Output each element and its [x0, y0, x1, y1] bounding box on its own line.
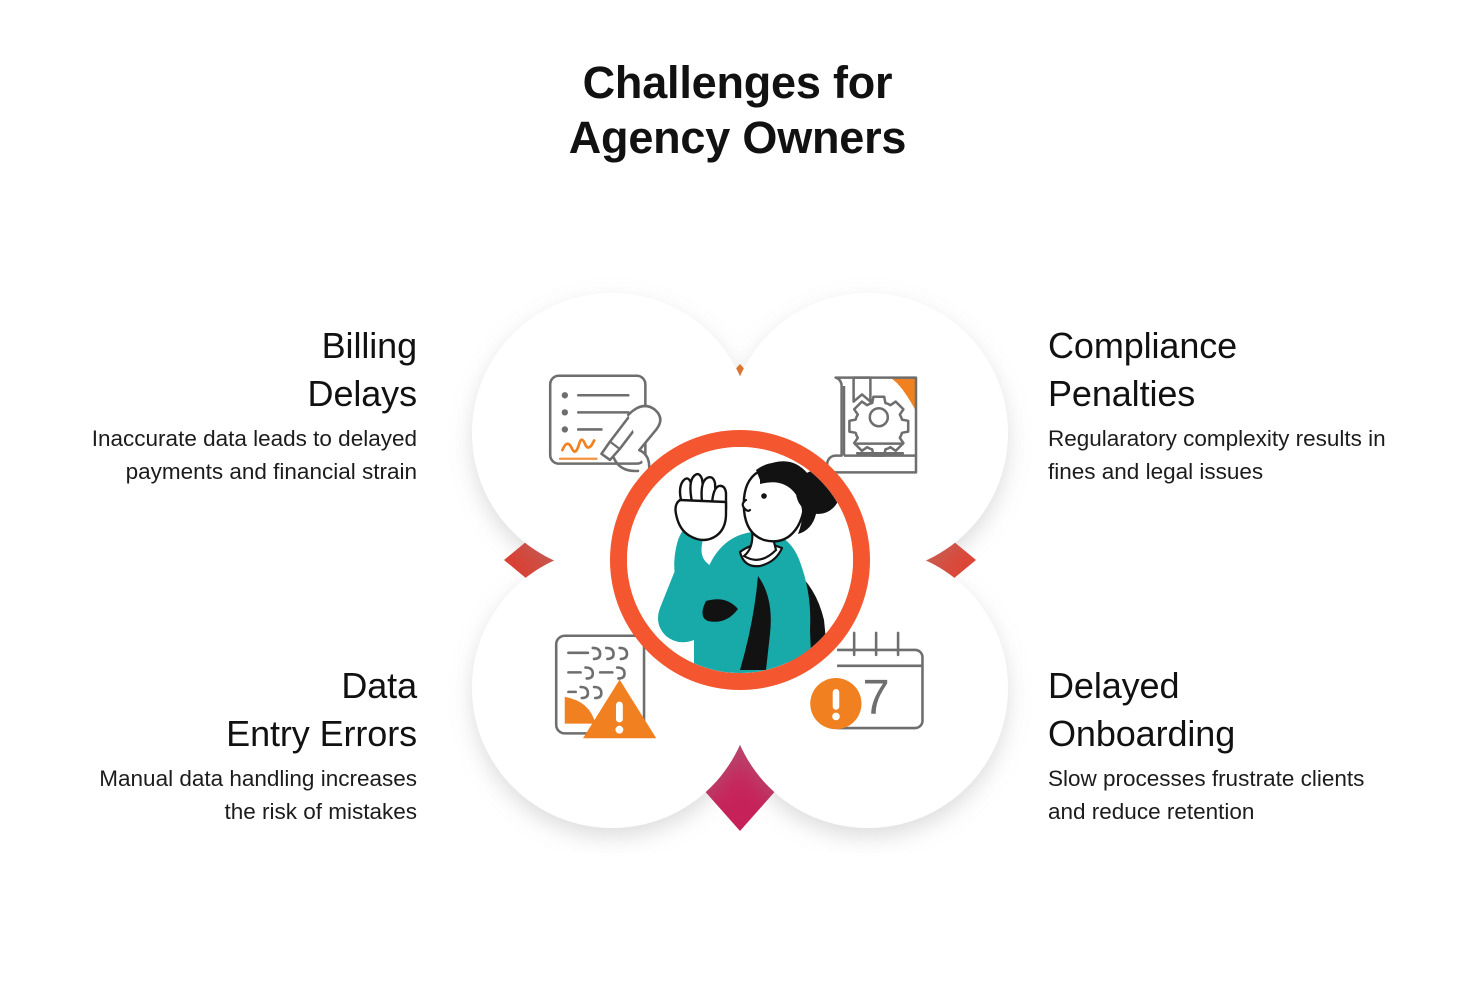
- block-delayed-onboarding: Delayed Onboarding Slow processes frustr…: [1048, 662, 1393, 829]
- block-onboarding-body: Slow processes frustrate clients and red…: [1048, 766, 1365, 824]
- block-compliance-penalties: Compliance Penalties Regularatory comple…: [1048, 322, 1393, 489]
- block-dataentry-heading: Data Entry Errors: [226, 665, 417, 754]
- block-billing-delays: Billing Delays Inaccurate data leads to …: [72, 322, 417, 489]
- block-compliance-heading: Compliance Penalties: [1048, 325, 1238, 414]
- block-dataentry-body: Manual data handling increases the risk …: [99, 766, 417, 824]
- block-data-entry-errors: Data Entry Errors Manual data handling i…: [72, 662, 417, 829]
- block-compliance-body: Regularatory complexity results in fines…: [1048, 426, 1386, 484]
- page-title: Challenges for Agency Owners: [568, 57, 907, 164]
- woman-waving-illustration: [627, 447, 853, 673]
- calendar-day-number: 7: [863, 670, 890, 724]
- center-medallion[interactable]: [610, 430, 870, 690]
- block-onboarding-heading: Delayed Onboarding: [1048, 665, 1236, 754]
- block-billing-body: Inaccurate data leads to delayed payment…: [91, 426, 417, 484]
- block-billing-heading: Billing Delays: [307, 325, 418, 414]
- central-wheel-graphic: 7: [440, 268, 1040, 853]
- document-warning-icon: [554, 634, 657, 739]
- petal-circles-group: [472, 293, 1008, 828]
- calendar-alert-icon: 7: [810, 631, 924, 730]
- checklist-signature-icon: [548, 374, 662, 490]
